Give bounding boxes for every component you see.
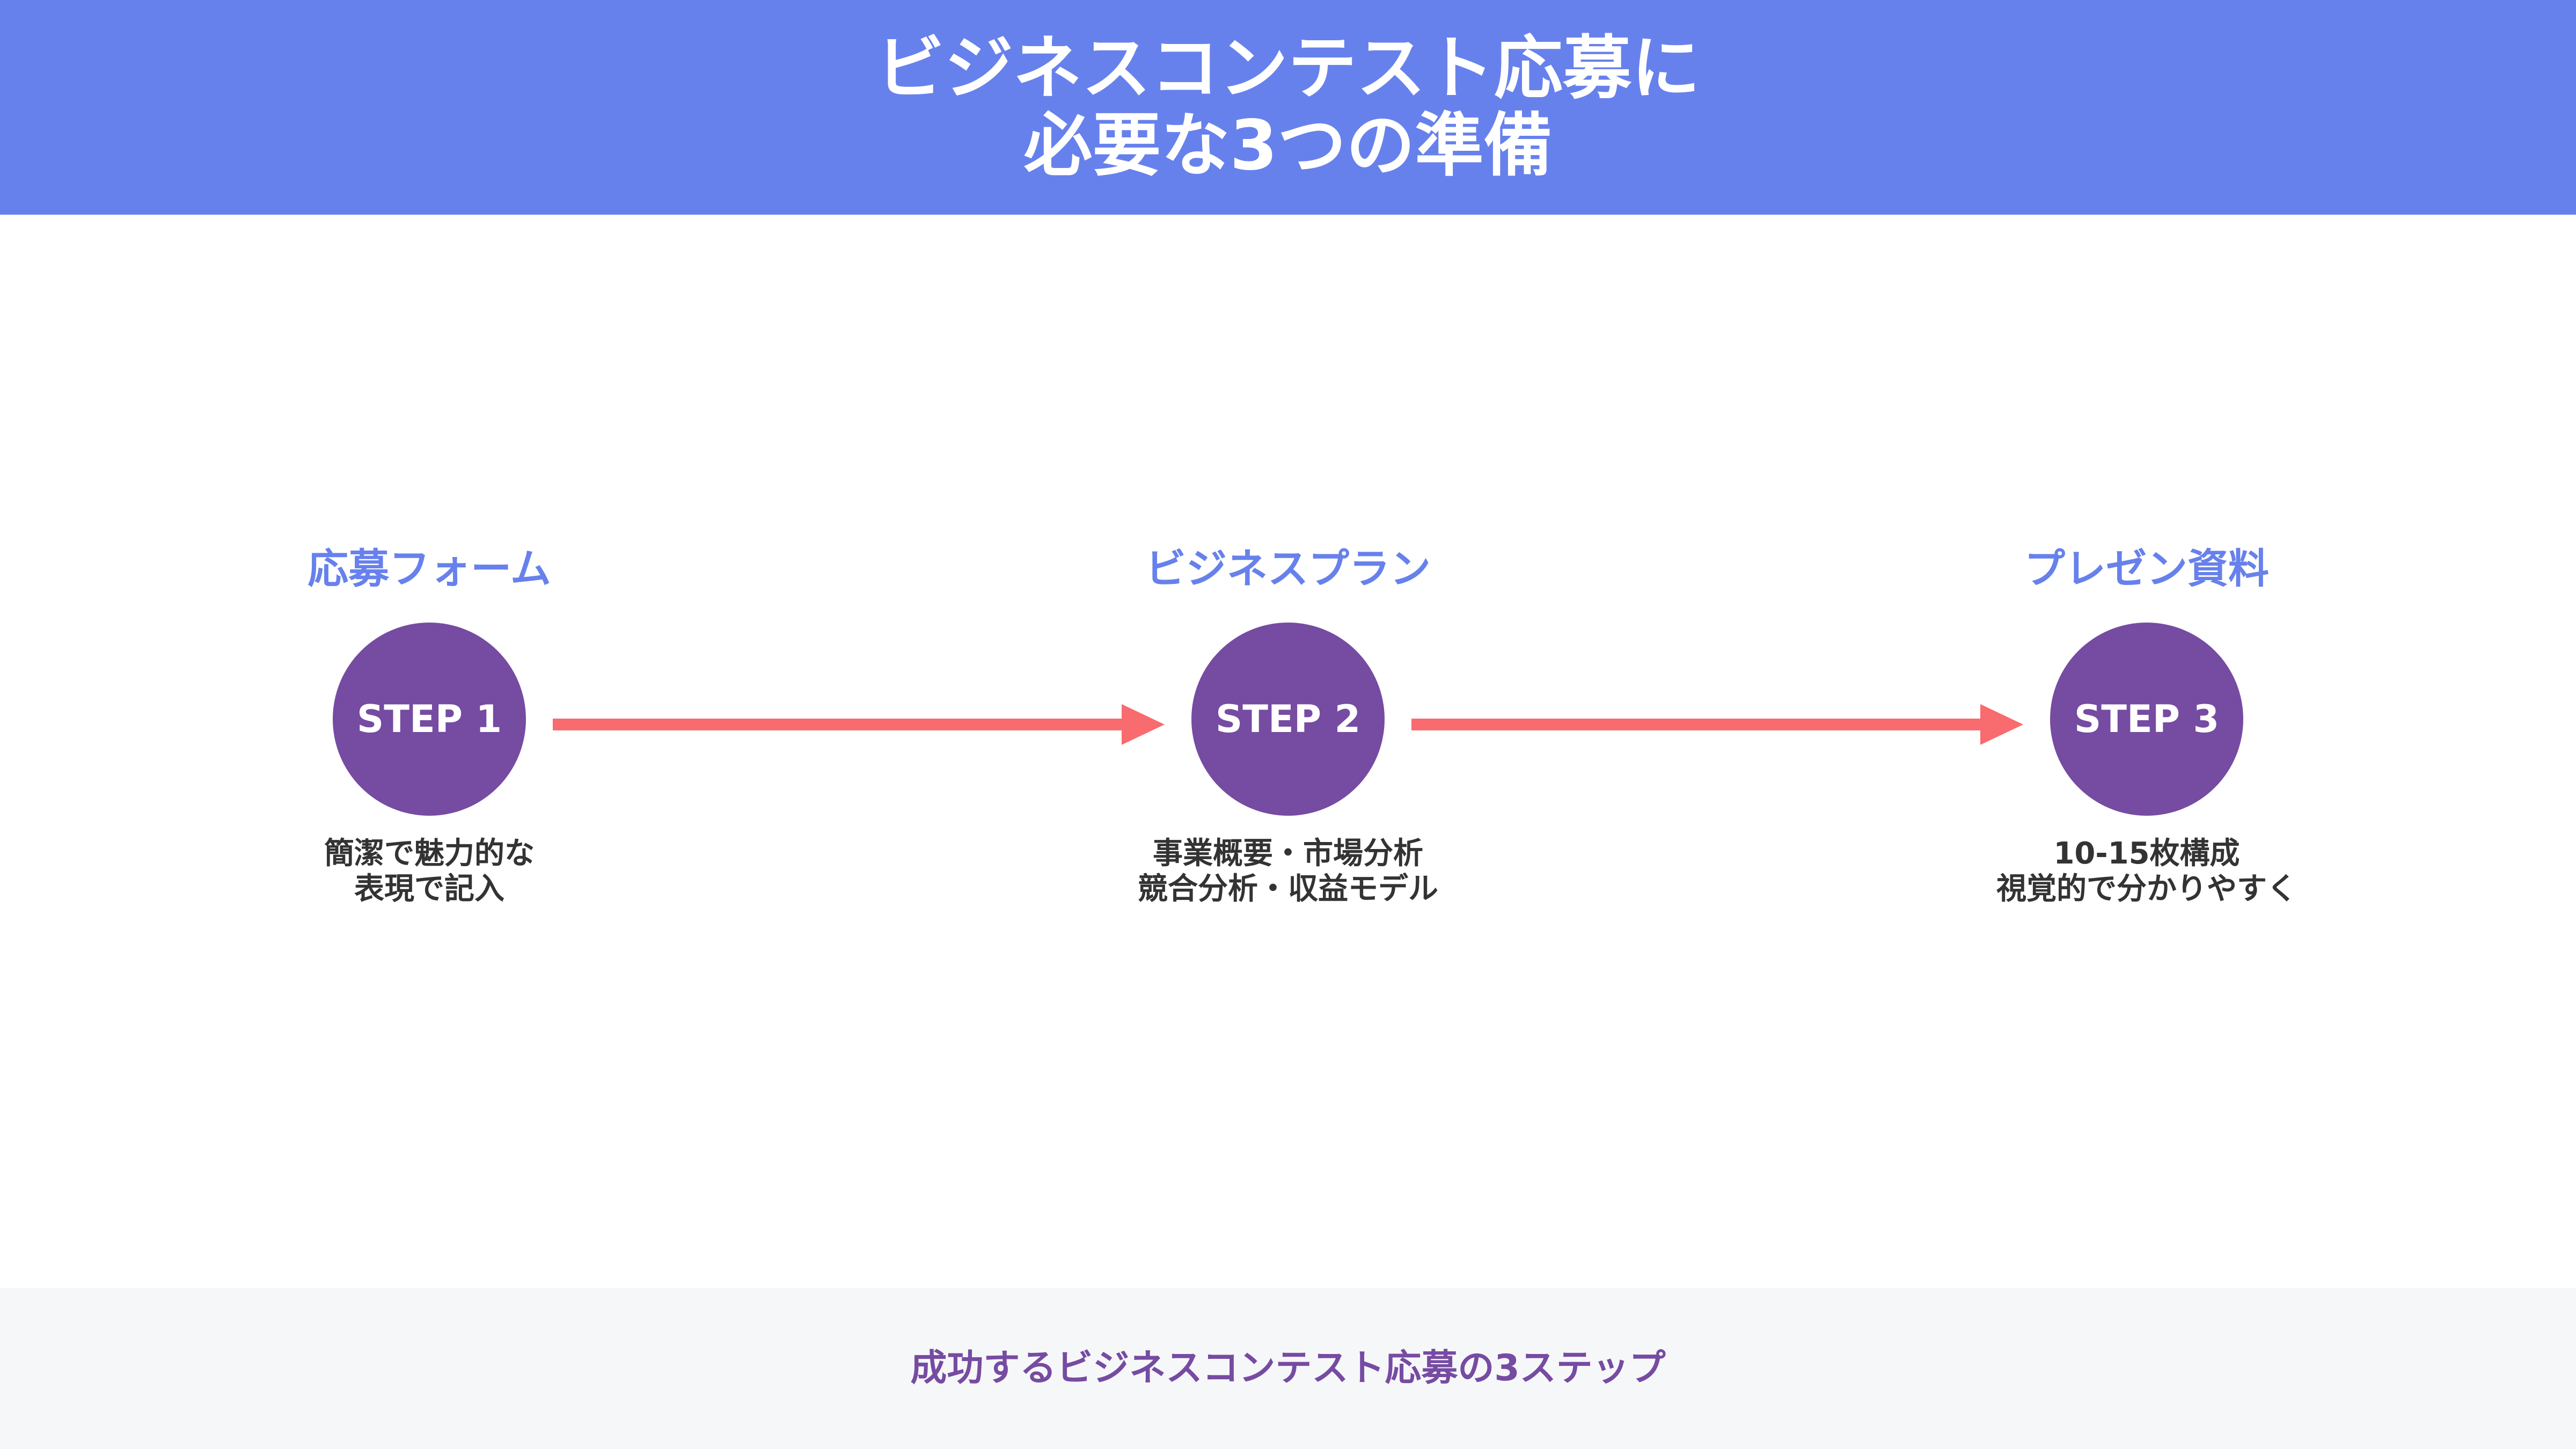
page-title: ビジネスコンテスト応募に 必要な3つの準備 xyxy=(875,28,1700,186)
step-name: ビジネスプラン xyxy=(1145,545,1431,592)
arrowhead-icon xyxy=(1122,704,1165,745)
step-description: 簡潔で魅力的な 表現で記入 xyxy=(324,836,535,906)
header-banner: ビジネスコンテスト応募に 必要な3つの準備 xyxy=(0,0,2576,215)
step-circle: STEP 1 xyxy=(333,623,526,816)
footer-caption: 成功するビジネスコンテスト応募の3ステップ xyxy=(910,1347,1666,1389)
step-1: 応募フォーム STEP 1 簡潔で魅力的な 表現で記入 xyxy=(161,537,698,907)
step-2: ビジネスプラン STEP 2 事業概要・市場分析 競合分析・収益モデル xyxy=(1020,537,1556,907)
step-description: 10-15枚構成 視覚的で分かりやすく xyxy=(1996,836,2297,906)
step-circle: STEP 3 xyxy=(2050,623,2243,816)
step-name: 応募フォーム xyxy=(308,545,551,592)
step-description: 事業概要・市場分析 競合分析・収益モデル xyxy=(1138,836,1438,906)
footer-bar: 成功するビジネスコンテスト応募の3ステップ xyxy=(0,1288,2576,1449)
step-3: プレゼン資料 STEP 3 10-15枚構成 視覚的で分かりやすく xyxy=(1878,537,2415,907)
step-circle: STEP 2 xyxy=(1191,623,1385,816)
arrowhead-icon xyxy=(1980,704,2023,745)
step-name: プレゼン資料 xyxy=(2024,545,2269,592)
